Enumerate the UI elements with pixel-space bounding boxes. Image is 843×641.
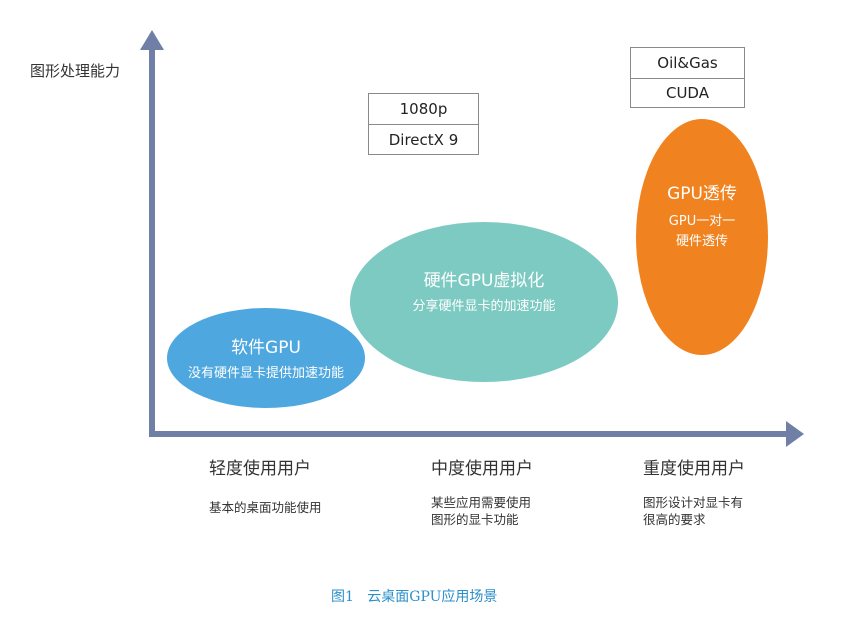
category-light-desc-line1: 基本的桌面功能使用 xyxy=(209,500,322,515)
category-medium-label: 中度使用用户 xyxy=(431,459,533,479)
ellipse-pass-subtitle-line2: 硬件透传 xyxy=(675,233,728,249)
box-mid-usage: 1080p DirectX 9 xyxy=(368,93,479,155)
ellipse-software-gpu: 软件GPU 没有硬件显卡提供加速功能 xyxy=(167,308,365,408)
ellipse-virt-subtitle: 分享硬件显卡的加速功能 xyxy=(412,298,556,314)
box-heavy-line1: Oil&Gas xyxy=(657,53,718,72)
y-axis-arrow xyxy=(140,30,164,50)
box-heavy-line2: CUDA xyxy=(631,77,744,108)
category-light-label: 轻度使用用户 xyxy=(209,459,311,479)
ellipse-software-gpu-subtitle: 没有硬件显卡提供加速功能 xyxy=(187,365,344,381)
y-axis-label: 图形处理能力 xyxy=(30,62,121,80)
ellipse-pass-subtitle: GPU一对一 硬件透传 xyxy=(669,212,735,252)
figure-caption: 图1 云桌面GPU应用场景 xyxy=(331,589,498,605)
x-axis-arrow xyxy=(786,421,804,447)
ellipse-software-gpu-title: 软件GPU xyxy=(231,337,301,358)
category-medium-desc-line2: 图形的显卡功能 xyxy=(431,512,519,527)
ellipse-virt-title: 硬件GPU虚拟化 xyxy=(423,270,545,291)
category-heavy-desc: 图形设计对显卡有 很高的要求 xyxy=(643,494,793,528)
category-heavy-desc-line2: 很高的要求 xyxy=(643,512,706,527)
category-light-desc: 基本的桌面功能使用 xyxy=(209,499,359,516)
category-medium-desc: 某些应用需要使用 图形的显卡功能 xyxy=(431,494,581,528)
ellipse-hardware-gpu-virtualization: 硬件GPU虚拟化 分享硬件显卡的加速功能 xyxy=(350,222,618,382)
box-mid-line1: 1080p xyxy=(399,100,448,118)
ellipse-pass-title: GPU透传 xyxy=(667,183,737,204)
box-mid-line2: DirectX 9 xyxy=(369,124,478,154)
ellipse-pass-subtitle-line1: GPU一对一 xyxy=(668,213,736,229)
category-medium-desc-line1: 某些应用需要使用 xyxy=(431,495,532,510)
ellipse-gpu-passthrough: GPU透传 GPU一对一 硬件透传 xyxy=(636,119,768,355)
category-heavy-desc-line1: 图形设计对显卡有 xyxy=(643,495,744,510)
category-heavy-label: 重度使用用户 xyxy=(643,459,745,479)
box-heavy-usage: Oil&Gas CUDA xyxy=(630,47,745,108)
